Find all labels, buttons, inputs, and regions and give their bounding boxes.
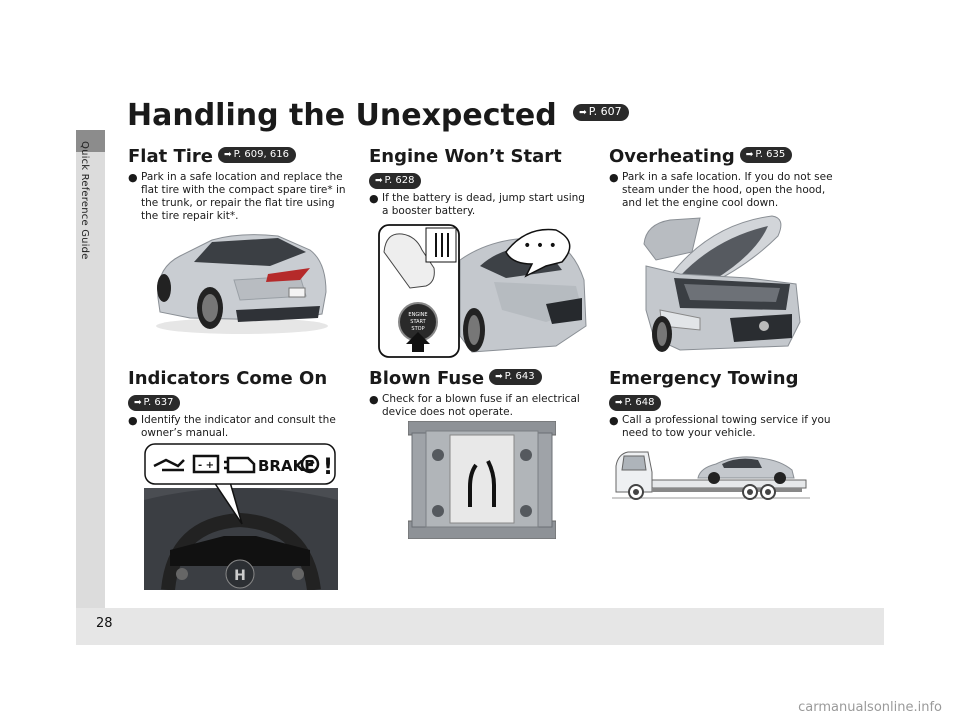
car-hood-open-illustration: [643, 215, 801, 352]
bullet-dot-icon: ●: [369, 192, 379, 205]
bullet-text: Park in a safe location and replace the …: [141, 171, 346, 222]
svg-text:H: H: [234, 568, 246, 584]
svg-text:- +: - +: [198, 460, 214, 471]
section-engine-wont-start: Engine Won’t Start ➡P. 628 ●If the batte…: [369, 146, 591, 218]
arrow-right-icon: ➡: [495, 372, 503, 382]
section-bullet: ●Park in a safe location. If you do not …: [609, 171, 839, 210]
engine-button-line-1: ENGINE: [408, 312, 427, 318]
section-title: Blown Fuse➡P. 643: [369, 368, 591, 390]
section-title-text: Flat Tire: [128, 146, 214, 167]
section-title: Engine Won’t Start: [369, 146, 562, 167]
bullet-dot-icon: ●: [369, 393, 379, 406]
bullet-dot-icon: ●: [609, 171, 619, 184]
section-ref-row: ➡P. 637: [128, 392, 353, 411]
section-bullet: ●Check for a blown fuse if an electrical…: [369, 393, 591, 419]
brake-label: BRAKE: [258, 457, 314, 475]
bullet-text: Park in a safe location. If you do not s…: [622, 171, 833, 209]
section-ref-row: ➡P. 648: [609, 392, 839, 411]
section-title-text: Blown Fuse: [369, 368, 485, 389]
section-title: Flat Tire➡P. 609, 616: [128, 146, 353, 168]
section-overheating: Overheating➡P. 635 ●Park in a safe locat…: [609, 146, 839, 210]
section-ref-link[interactable]: ➡P. 609, 616: [218, 147, 296, 163]
bullet-dot-icon: ●: [609, 414, 619, 427]
blown-fuse-illustration: [408, 421, 556, 539]
sidebar-strip: [76, 130, 105, 608]
section-bullet: ●Identify the indicator and consult the …: [128, 414, 353, 440]
section-blown-fuse: Blown Fuse➡P. 643 ●Check for a blown fus…: [369, 368, 591, 419]
section-bullet: ●If the battery is dead, jump start usin…: [369, 192, 591, 218]
section-ref-row: ➡P. 628: [369, 170, 591, 189]
engine-button-line-2: START: [410, 319, 426, 325]
bullet-text: If the battery is dead, jump start using…: [382, 192, 585, 217]
bullet-text: Identify the indicator and consult the o…: [141, 414, 336, 439]
footer-bar: [76, 608, 884, 645]
car-rear-illustration: [156, 234, 328, 334]
arrow-right-icon: ➡: [745, 150, 754, 160]
arrow-right-icon: ➡: [224, 150, 232, 160]
sidebar-tab: [76, 130, 105, 152]
section-title-text: Overheating: [609, 146, 735, 167]
sidebar-label: Quick Reference Guide: [79, 141, 90, 260]
tow-truck-illustration: [612, 451, 810, 500]
section-ref-text: P. 643: [504, 371, 535, 382]
svg-text:!: !: [323, 455, 333, 480]
page-ref-text: P. 607: [588, 105, 622, 118]
section-ref-text: P. 609, 616: [233, 149, 289, 160]
page-number: 28: [96, 616, 113, 631]
bubble-dots: • • •: [523, 238, 557, 254]
bullet-text: Check for a blown fuse if an electrical …: [382, 393, 580, 418]
section-title: Overheating➡P. 635: [609, 146, 839, 168]
arrow-right-icon: ➡: [615, 397, 623, 408]
page-ref-link[interactable]: ➡P. 607: [573, 104, 629, 121]
engine-button-line-3: STOP: [411, 326, 424, 332]
section-ref-link[interactable]: ➡P. 628: [369, 172, 422, 189]
section-ref-text: P. 648: [624, 396, 655, 408]
section-ref-link[interactable]: ➡P. 635: [739, 147, 793, 163]
section-ref-link[interactable]: ➡P. 637: [128, 394, 181, 411]
section-ref-link[interactable]: ➡P. 648: [609, 394, 662, 411]
section-title: Indicators Come On: [128, 368, 328, 389]
dashboard-indicators-illustration: H - + BRAKE !: [144, 443, 338, 590]
watermark[interactable]: carmanualsonline.info: [798, 700, 942, 715]
section-title: Emergency Towing: [609, 368, 799, 389]
section-ref-text: P. 635: [755, 149, 786, 160]
section-ref-link[interactable]: ➡P. 643: [489, 369, 542, 385]
section-bullet: ●Call a professional towing service if y…: [609, 414, 839, 440]
page-title: Handling the Unexpected ➡P. 607: [127, 98, 629, 133]
section-indicators: Indicators Come On ➡P. 637 ●Identify the…: [128, 368, 353, 440]
section-ref-text: P. 628: [384, 174, 415, 186]
arrow-right-icon: ➡: [579, 108, 587, 118]
section-ref-text: P. 637: [143, 396, 174, 408]
section-flat-tire: Flat Tire➡P. 609, 616 ●Park in a safe lo…: [128, 146, 353, 223]
engine-start-illustration: • • • ENGINE START STOP: [378, 224, 587, 358]
section-towing: Emergency Towing ➡P. 648 ●Call a profess…: [609, 368, 839, 440]
bullet-text: Call a professional towing service if yo…: [622, 414, 831, 439]
bullet-dot-icon: ●: [128, 171, 138, 184]
section-bullet: ●Park in a safe location and replace the…: [128, 171, 353, 223]
arrow-right-icon: ➡: [134, 397, 142, 408]
bullet-dot-icon: ●: [128, 414, 138, 427]
page-title-text: Handling the Unexpected: [127, 98, 557, 133]
arrow-right-icon: ➡: [375, 175, 383, 186]
